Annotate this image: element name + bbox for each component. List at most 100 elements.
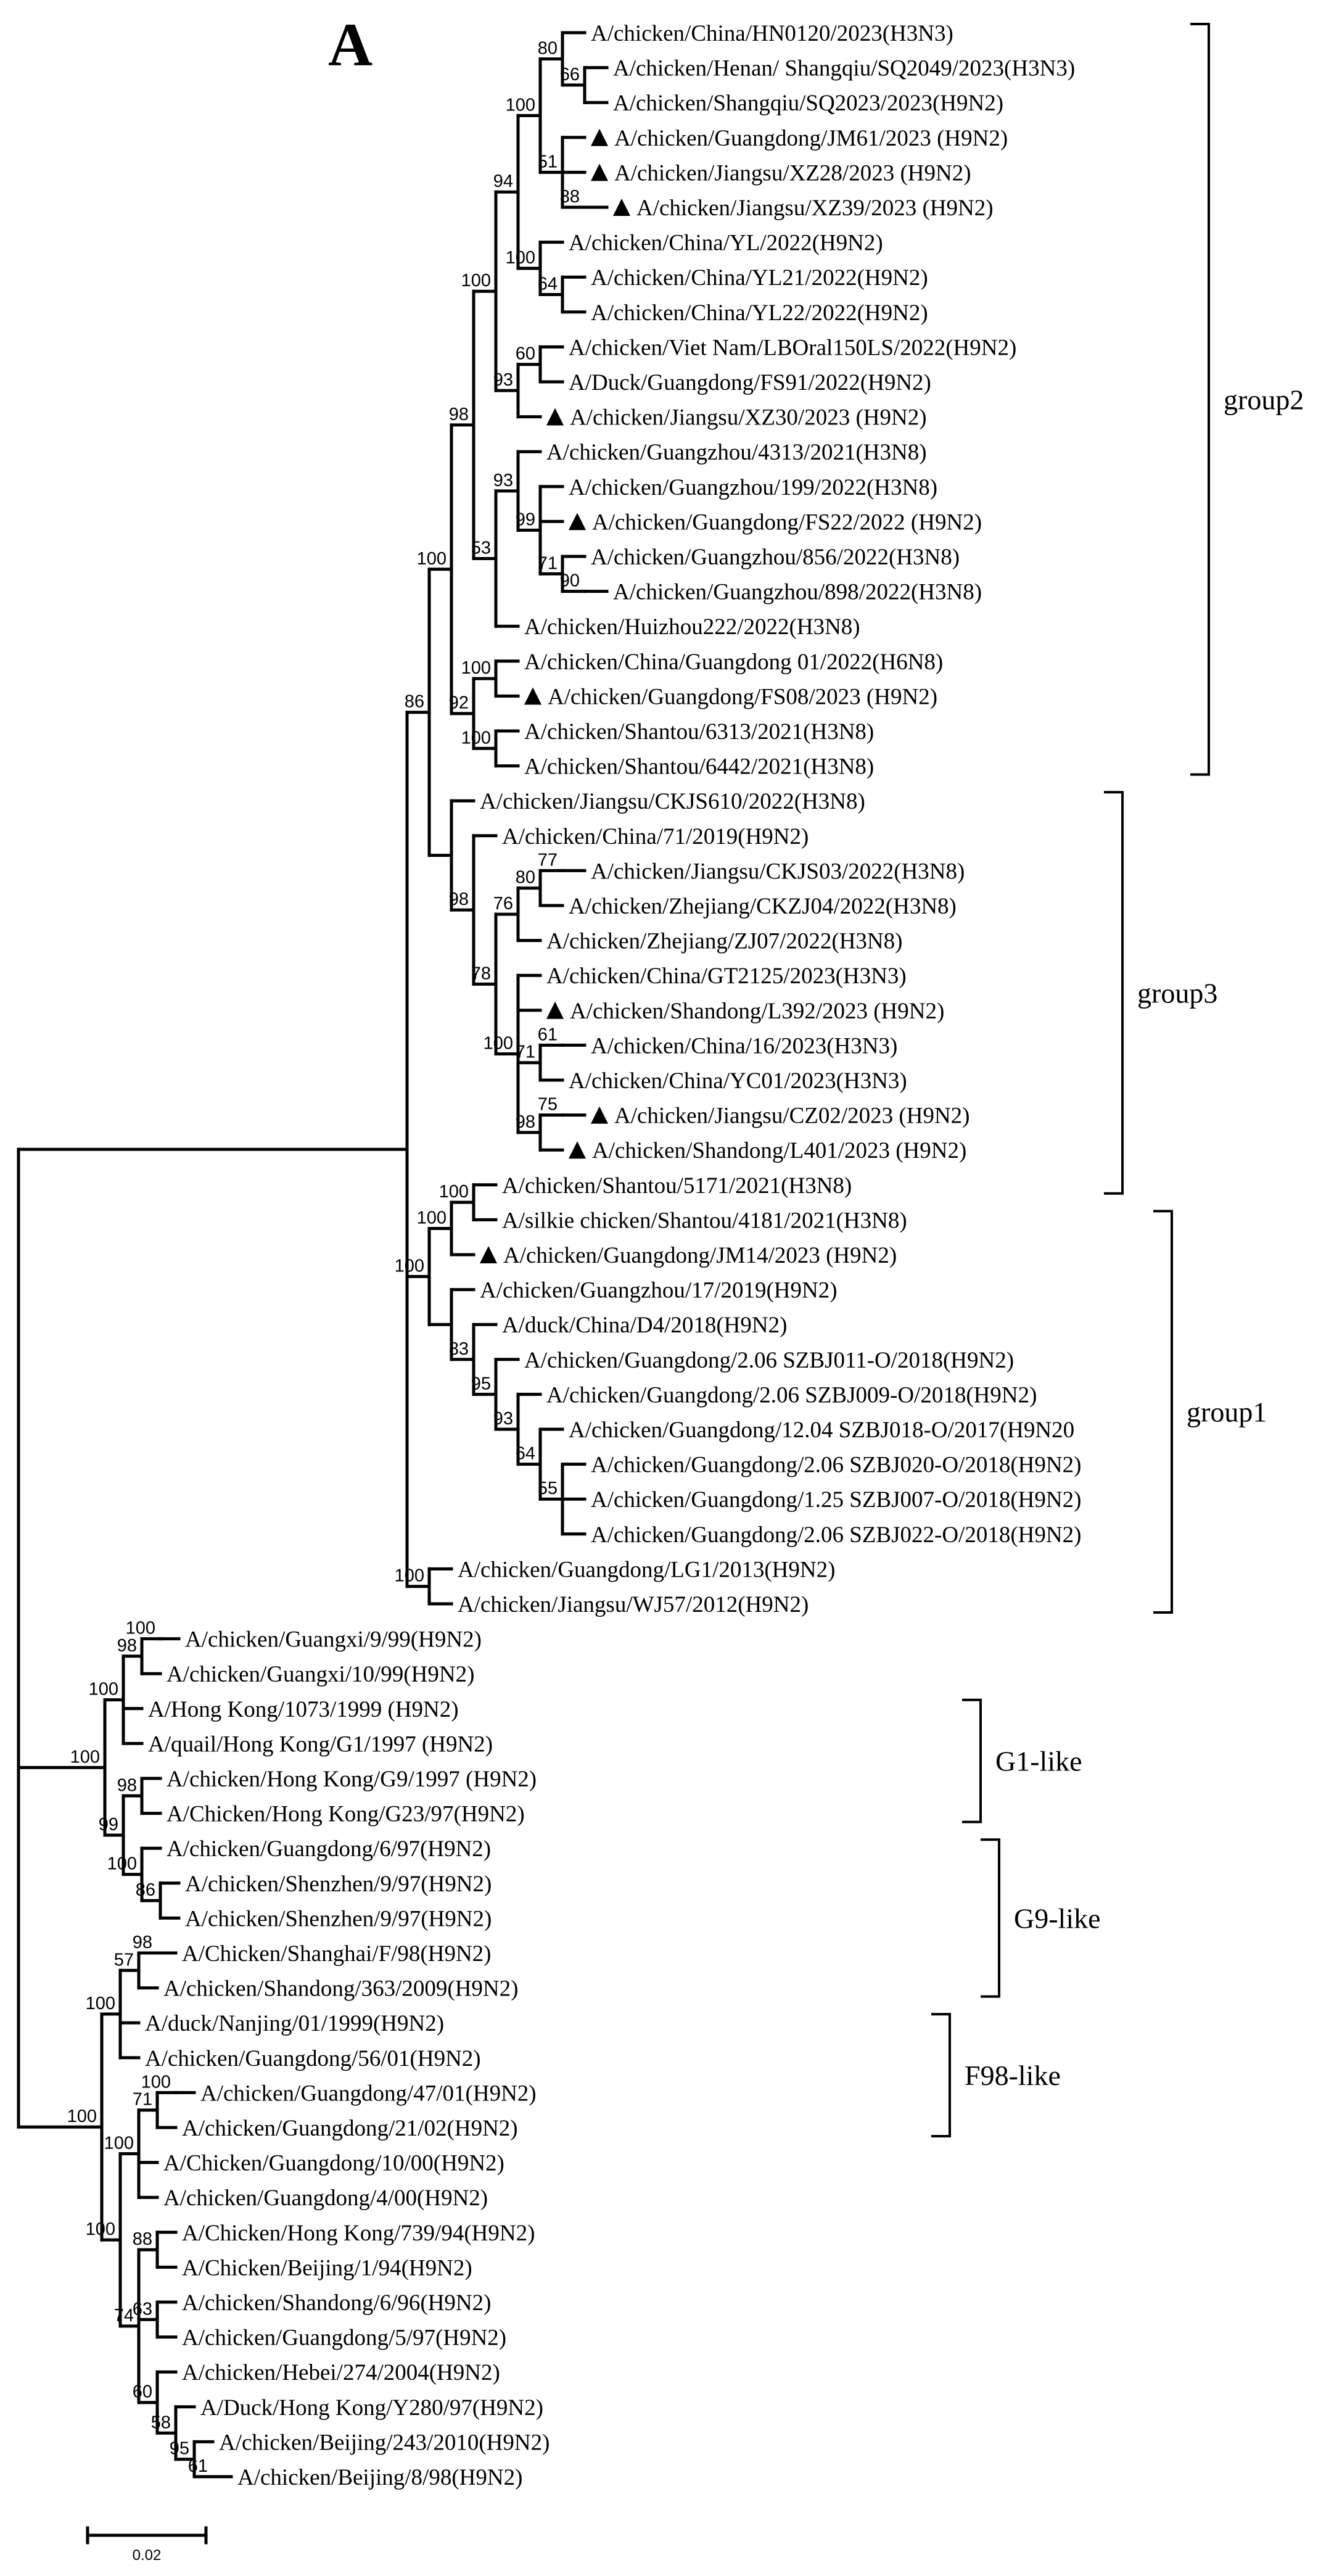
clade-bracket-4	[981, 1838, 1000, 1998]
taxon-label-60: A/chicken/Guangdong/21/02(H9N2)	[182, 2116, 518, 2141]
bootstrap-value-6: 100	[506, 248, 535, 268]
bootstrap-value-63: 100	[67, 2107, 97, 2126]
bootstrap-value-16: 98	[449, 405, 469, 424]
bootstrap-value-19: 92	[449, 693, 469, 713]
bootstrap-values: 6680885110064100946093100907199935398100…	[67, 38, 580, 2476]
taxon-label-54: A/chicken/Shenzhen/9/97(H9N2)	[185, 1906, 492, 1931]
taxon-label-16: A/chicken/Guangzhou/898/2022(H3N8)	[613, 580, 982, 605]
taxon-label-62: A/chicken/Guangdong/4/00(H9N2)	[163, 2186, 488, 2211]
taxon-label-4: A/chicken/Jiangsu/XZ28/2023 (H9N2)	[614, 160, 971, 186]
triangle-marker-icon	[569, 513, 586, 530]
triangle-marker-icon	[480, 1246, 497, 1263]
triangle-marker-icon	[546, 408, 564, 426]
bootstrap-value-28: 100	[484, 1034, 513, 1054]
bootstrap-value-54: 100	[104, 2133, 134, 2153]
bootstrap-value-10: 100	[461, 271, 491, 291]
bootstrap-value-2: 88	[560, 187, 580, 207]
bootstrap-value-55: 88	[133, 2229, 152, 2249]
bootstrap-value-49: 98	[133, 1933, 152, 1952]
taxon-label-70: A/chicken/Beijing/8/98(H9N2)	[237, 2465, 522, 2490]
bootstrap-value-9: 93	[493, 370, 513, 390]
clade-bracket-5	[931, 2013, 951, 2137]
taxon-label-0: A/chicken/China/HN0120/2023(H3N3)	[591, 21, 953, 46]
bootstrap-value-50: 57	[114, 1950, 134, 1970]
clade-bracket-2	[1153, 1210, 1173, 1614]
taxon-label-59: A/chicken/Guangdong/47/01(H9N2)	[200, 2081, 537, 2106]
group-label-0: group2	[1224, 384, 1304, 415]
bootstrap-value-58: 95	[170, 2439, 189, 2459]
taxon-label-37: A/duck/China/D4/2018(H9N2)	[502, 1313, 787, 1338]
clade-bracket-3	[962, 1698, 982, 1823]
taxon-label-55: A/Chicken/Shanghai/F/98(H9N2)	[182, 1941, 492, 1967]
taxon-label-13: A/chicken/Guangzhou/199/2022(H3N8)	[569, 475, 937, 500]
bootstrap-value-47: 99	[99, 1815, 118, 1835]
taxon-label-31: A/chicken/Jiangsu/CZ02/2023 (H9N2)	[614, 1104, 970, 1129]
taxon-label-69: A/chicken/Beijing/243/2010(H9N2)	[219, 2430, 550, 2455]
taxon-label-23: A/chicken/China/71/2019(H9N2)	[502, 824, 809, 849]
taxon-label-22: A/chicken/Jiangsu/CKJS610/2022(H3N8)	[480, 789, 865, 814]
taxon-label-18: A/chicken/China/Guangdong 01/2022(H6N8)	[524, 650, 943, 675]
taxon-label-46: A/chicken/Guangxi/9/99(H9N2)	[185, 1627, 482, 1653]
bootstrap-value-62: 100	[86, 2219, 115, 2239]
bootstrap-value-52: 100	[141, 2072, 171, 2092]
bootstrap-value-0: 66	[560, 65, 580, 85]
taxon-label-33: A/chicken/Shantou/5171/2021(H3N8)	[502, 1173, 852, 1199]
bootstrap-value-8: 60	[516, 344, 535, 364]
taxon-label-30: A/chicken/China/YC01/2023(H3N3)	[569, 1068, 907, 1094]
bootstrap-value-38: 83	[449, 1339, 469, 1359]
taxon-label-39: A/chicken/Guangdong/2.06 SZBJ009-O/2018(…	[546, 1382, 1037, 1408]
taxon-label-40: A/chicken/Guangdong/12.04 SZBJ018-O/2017…	[569, 1418, 1074, 1443]
taxon-label-56: A/chicken/Shandong/363/2009(H9N2)	[163, 1976, 518, 2002]
group-label-2: group1	[1187, 1397, 1267, 1428]
bootstrap-value-7: 94	[493, 171, 513, 191]
taxon-label-44: A/chicken/Guangdong/LG1/2013(H9N2)	[458, 1557, 835, 1582]
bootstrap-value-44: 98	[117, 1775, 137, 1795]
bootstrap-value-14: 93	[493, 471, 513, 490]
taxon-label-12: A/chicken/Guangzhou/4313/2021(H3N8)	[546, 440, 927, 465]
taxon-label-65: A/chicken/Shandong/6/96(H9N2)	[182, 2290, 491, 2316]
bootstrap-value-33: 100	[417, 1208, 447, 1228]
bootstrap-value-26: 75	[538, 1095, 558, 1115]
taxon-label-20: A/chicken/Shantou/6313/2021(H3N8)	[524, 719, 874, 745]
bootstrap-value-25: 71	[516, 1042, 535, 1062]
taxon-label-9: A/chicken/Viet Nam/LBOral150LS/2022(H9N2…	[569, 335, 1016, 360]
group-label-4: G9-like	[1014, 1902, 1101, 1934]
bootstrap-value-23: 76	[493, 894, 513, 914]
bootstrap-value-45: 86	[136, 1880, 155, 1900]
taxon-label-42: A/chicken/Guangdong/1.25 SZBJ007-O/2018(…	[591, 1487, 1081, 1513]
bootstrap-value-27: 98	[516, 1112, 535, 1132]
bootstrap-value-18: 100	[461, 728, 491, 748]
taxon-label-66: A/chicken/Guangdong/5/97(H9N2)	[182, 2326, 506, 2351]
clade-bracket-0	[1190, 23, 1210, 776]
taxon-label-43: A/chicken/Guangdong/2.06 SZBJ022-O/2018(…	[591, 1522, 1081, 1548]
taxon-label-5: A/chicken/Jiangsu/XZ39/2023 (H9N2)	[636, 196, 994, 221]
group-label-1: group3	[1137, 978, 1217, 1009]
bootstrap-value-30: 98	[449, 890, 469, 909]
bootstrap-value-22: 80	[516, 868, 535, 888]
taxon-label-53: A/chicken/Shenzhen/9/97(H9N2)	[185, 1872, 492, 1897]
bootstrap-value-1: 80	[538, 38, 558, 58]
taxon-label-15: A/chicken/Guangzhou/856/2022(H3N8)	[591, 545, 960, 570]
taxon-label-24: A/chicken/Jiangsu/CKJS03/2022(H3N8)	[591, 859, 965, 884]
bootstrap-value-32: 100	[439, 1182, 469, 1202]
taxon-label-26: A/chicken/Zhejiang/ZJ07/2022(H3N8)	[546, 929, 902, 954]
clade-bracket-1	[1104, 791, 1124, 1195]
bootstrap-value-53: 71	[133, 2090, 152, 2110]
taxon-label-10: A/Duck/Guangdong/FS91/2022(H9N2)	[569, 370, 931, 395]
taxon-label-38: A/chicken/Guangdong/2.06 SZBJ011-O/2018(…	[524, 1348, 1014, 1373]
bootstrap-value-41: 100	[126, 1619, 155, 1638]
taxon-label-29: A/chicken/China/16/2023(H3N3)	[591, 1033, 897, 1059]
taxon-label-49: A/quail/Hong Kong/G1/1997 (H9N2)	[148, 1732, 493, 1757]
bootstrap-value-37: 95	[471, 1374, 491, 1393]
bootstrap-value-35: 64	[516, 1444, 535, 1464]
bootstrap-value-51: 100	[86, 1994, 115, 2013]
taxon-label-36: A/chicken/Guangzhou/17/2019(H9N2)	[480, 1278, 838, 1303]
taxon-label-52: A/chicken/Guangdong/6/97(H9N2)	[167, 1836, 491, 1862]
taxon-label-27: A/chicken/China/GT2125/2023(H3N3)	[546, 964, 907, 989]
bootstrap-value-34: 55	[538, 1479, 558, 1498]
triangle-marker-icon	[591, 1106, 608, 1124]
taxon-label-64: A/Chicken/Beijing/1/94(H9N2)	[182, 2255, 472, 2281]
bootstrap-value-11: 90	[560, 571, 580, 591]
taxon-label-6: A/chicken/China/YL/2022(H9N2)	[569, 231, 883, 256]
